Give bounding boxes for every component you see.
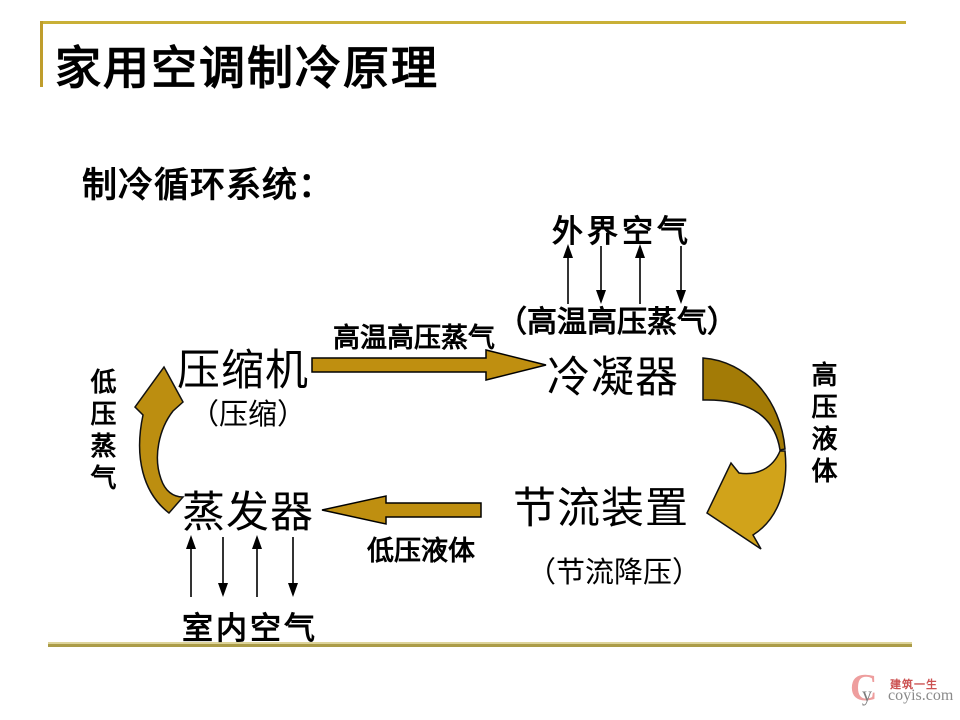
watermark-logo: C y 建筑一生 coyis.com bbox=[850, 667, 954, 712]
logo-brand-text: 建筑一生 bbox=[890, 679, 938, 691]
logo-y-mark-icon: y bbox=[862, 684, 872, 706]
label-indoor-air: 室内空气 bbox=[182, 611, 318, 646]
label-high-temp-high-pressure-vapor-paren: （高温高压蒸气） bbox=[497, 306, 737, 339]
outside-air-exchange-arrows-icon bbox=[563, 244, 686, 304]
label-low-pressure-vapor-vertical: 低压蒸气 bbox=[87, 368, 116, 496]
subtitle-refrigeration-cycle: 制冷循环系统： bbox=[82, 166, 335, 205]
slide-title: 家用空调制冷原理 bbox=[55, 43, 439, 94]
arrow-throttle-to-evaporator-icon bbox=[321, 495, 482, 525]
left-gold-rule bbox=[40, 21, 43, 87]
indoor-air-exchange-arrows-icon bbox=[186, 535, 298, 597]
label-low-pressure-liquid-on-arrow: 低压液体 bbox=[367, 536, 475, 566]
logo-domain-text: coyis.com bbox=[888, 687, 954, 704]
node-compressor: 压缩机 bbox=[177, 348, 309, 395]
logo-c-mark-icon: C bbox=[850, 667, 878, 709]
node-evaporator: 蒸发器 bbox=[182, 490, 314, 537]
label-high-pressure-liquid-vertical: 高压液体 bbox=[808, 361, 837, 489]
label-compress-paren: （压缩） bbox=[190, 399, 307, 431]
node-throttle-device: 节流装置 bbox=[513, 486, 689, 533]
node-condenser: 冷凝器 bbox=[547, 355, 679, 402]
bottom-gold-rule bbox=[48, 644, 912, 647]
label-outside-air: 外界空气 bbox=[552, 214, 692, 249]
label-hot-vapor-on-arrow: 高温高压蒸气 bbox=[333, 323, 495, 353]
curved-arrow-condenser-to-throttle-icon bbox=[702, 357, 787, 550]
arrow-compressor-to-condenser-icon bbox=[311, 349, 547, 381]
curved-arrow-evaporator-to-compressor-icon bbox=[134, 365, 185, 515]
top-gold-rule bbox=[40, 21, 906, 24]
label-throttle-depressurize-paren: （节流降压） bbox=[527, 557, 702, 589]
